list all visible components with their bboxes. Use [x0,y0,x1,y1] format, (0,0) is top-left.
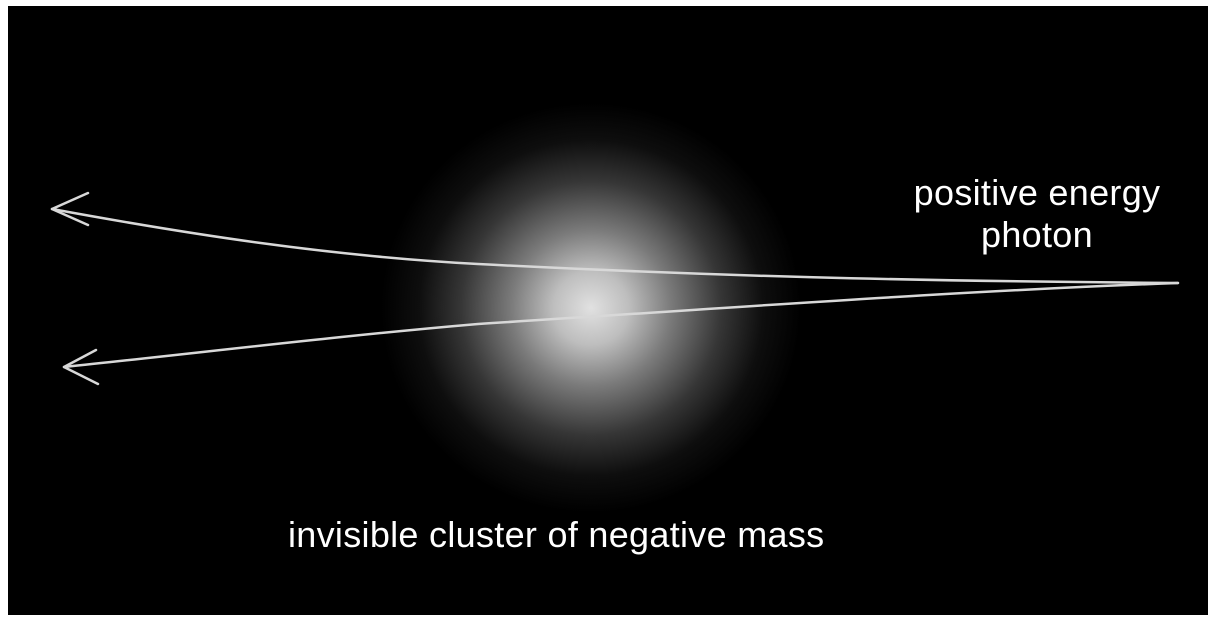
mass-label: invisible cluster of negative mass [288,514,824,556]
photon-label-line1: positive energy [892,172,1182,214]
diagram-canvas: positive energy photon invisible cluster… [8,6,1208,615]
photon-label: positive energy photon [892,172,1182,256]
lower-photon-path [64,283,1178,367]
photon-label-line2: photon [892,214,1182,256]
